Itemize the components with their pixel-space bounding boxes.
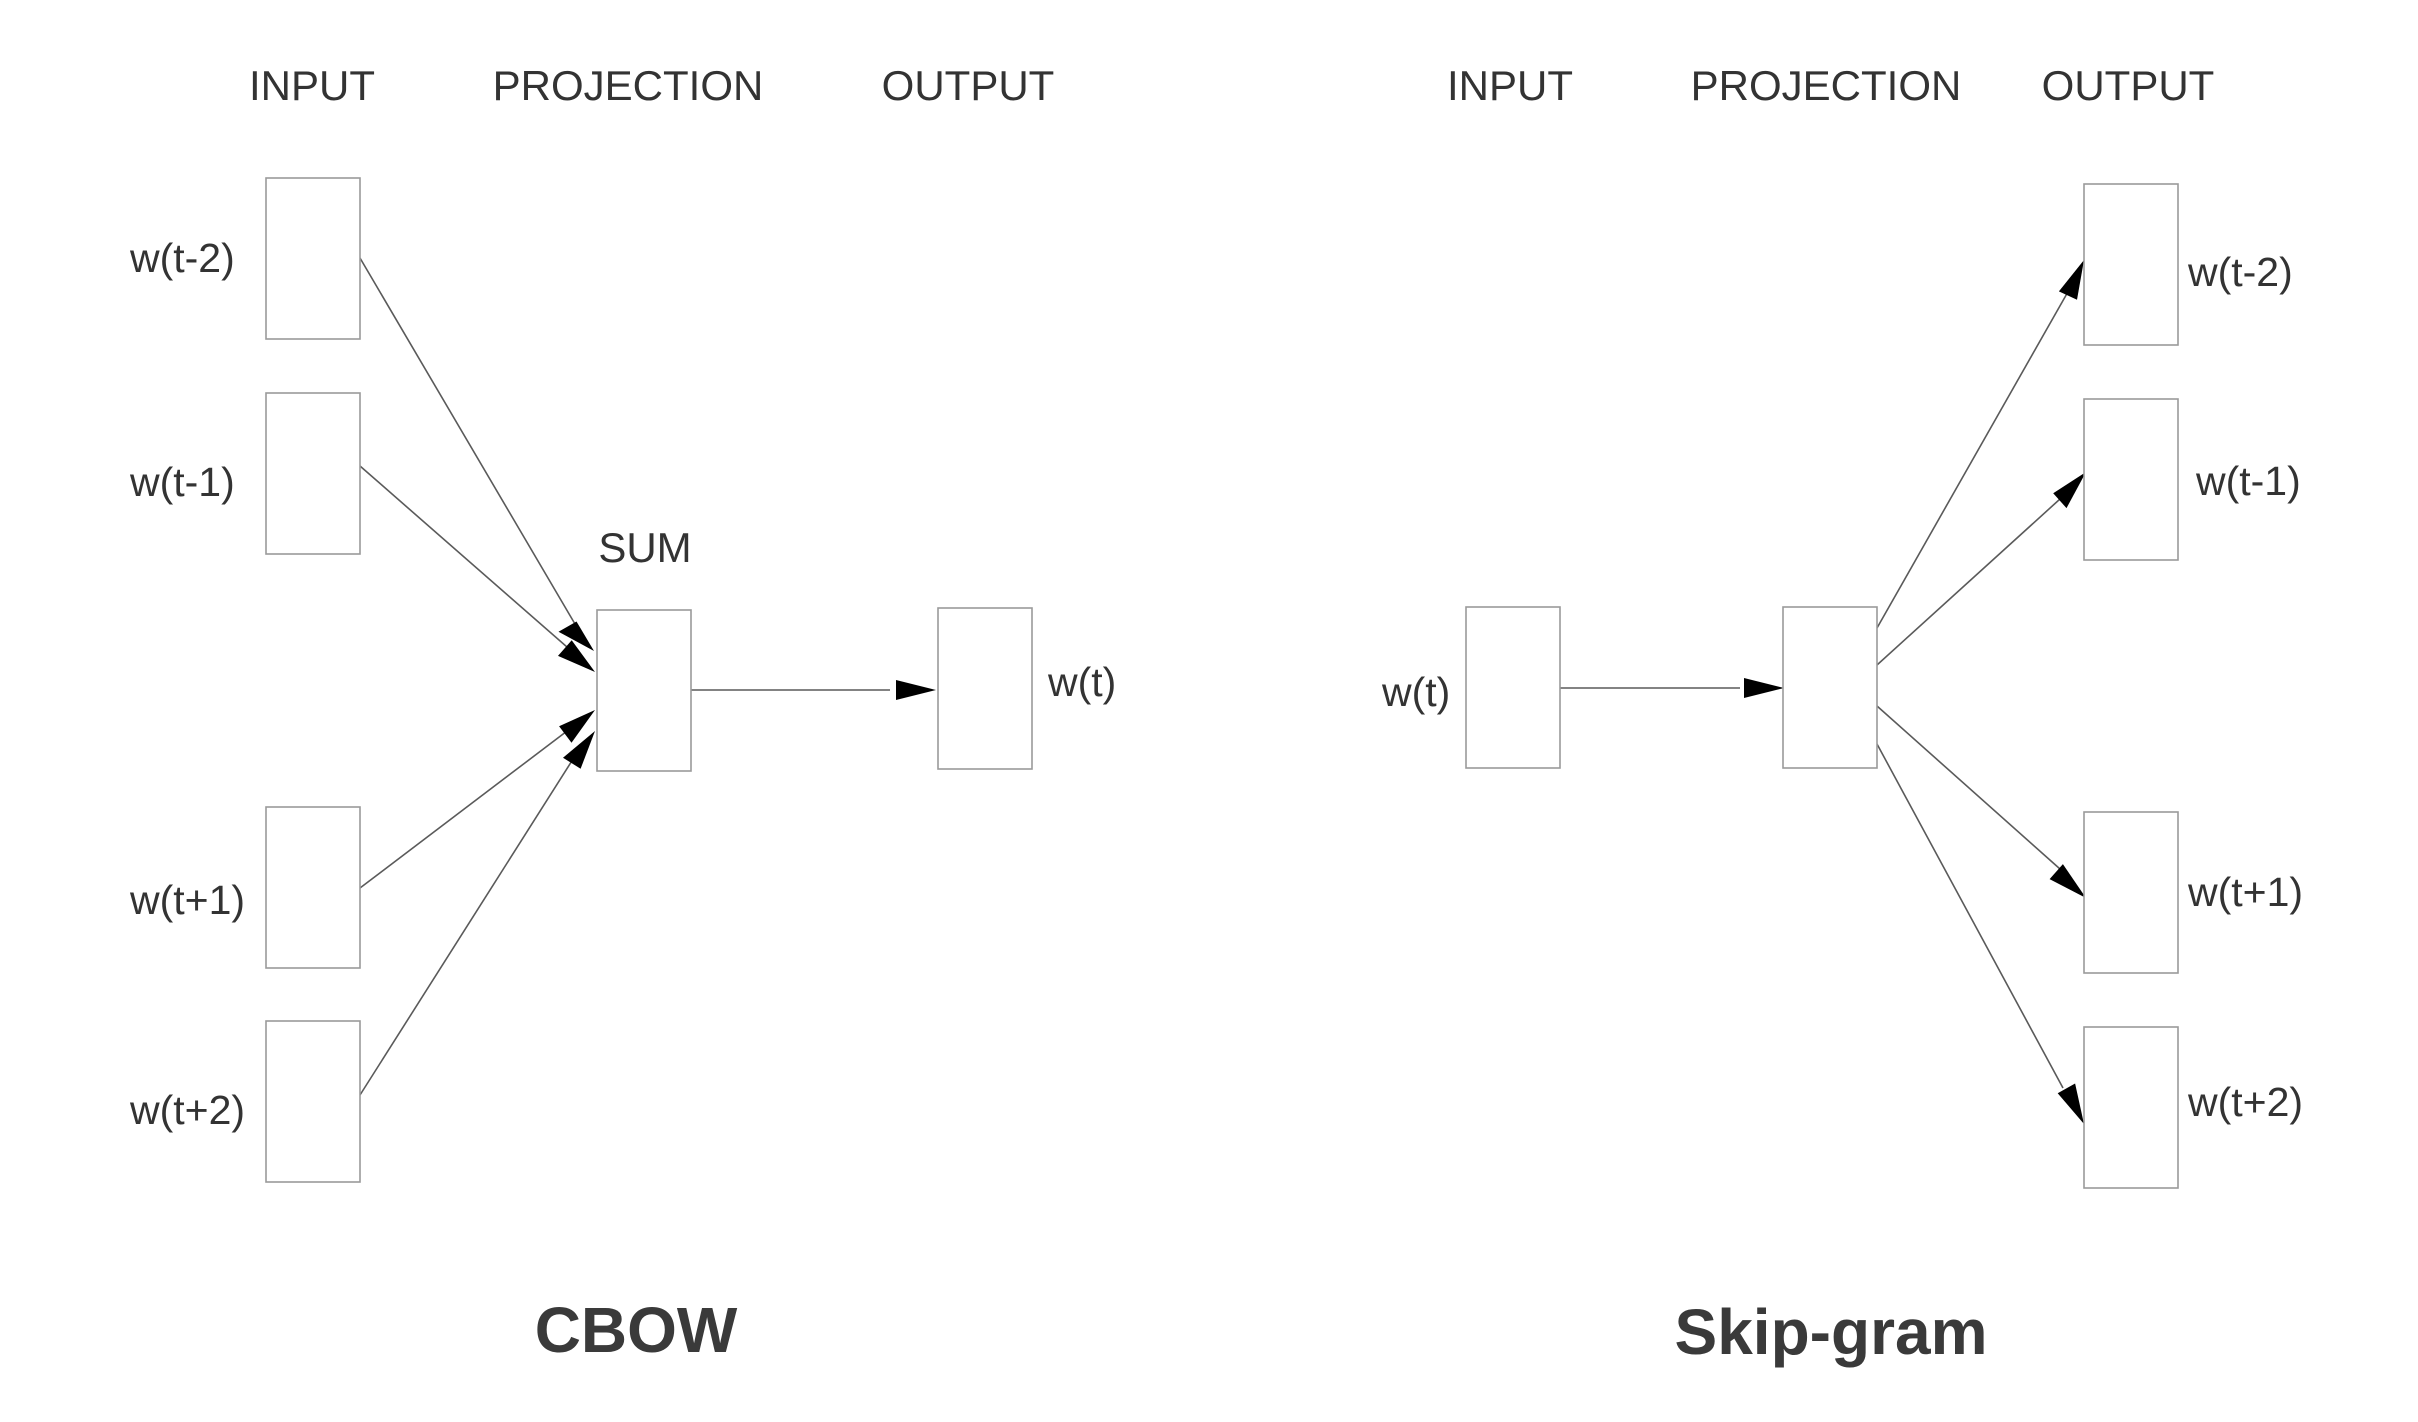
skipgram-panel: INPUT PROJECTION OUTPUT w(t) w(t-2) w(t-… [1381,62,2303,1368]
skipgram-output-box-1 [2083,183,2179,346]
skipgram-output-label-1: w(t-2) [2187,249,2293,295]
skipgram-arrowhead-3 [2049,864,2086,898]
cbow-arrowhead-1 [558,621,594,651]
cbow-output-label: w(t) [1047,659,1116,705]
cbow-sum-label: SUM [598,524,691,571]
cbow-arrowhead-3 [559,710,595,743]
cbow-input-box-1 [265,177,361,340]
skipgram-output-box-2 [2083,398,2179,561]
cbow-panel: INPUT PROJECTION OUTPUT w(t-2) w(t-1) w(… [129,62,1116,1366]
cbow-input-label-3: w(t+1) [129,877,245,923]
cbow-output-box [937,607,1033,770]
skipgram-edge-w-t-2 [1876,289,2070,629]
skipgram-output-box-4 [2083,1026,2179,1189]
skipgram-edge-w-t-1 [1876,498,2061,666]
skipgram-input-label: w(t) [1381,669,1450,715]
cbow-header-input: INPUT [249,62,375,109]
cbow-arrowhead-output [896,680,936,700]
cbow-header-output: OUTPUT [882,62,1055,109]
cbow-input-label-4: w(t+2) [129,1087,245,1133]
cbow-arrowhead-4 [563,731,595,769]
skipgram-edge-w-t+1 [1876,705,2061,870]
cbow-input-box-3 [265,806,361,969]
cbow-input-box-4 [265,1020,361,1183]
skipgram-output-label-4: w(t+2) [2187,1079,2303,1125]
cbow-input-label-2: w(t-1) [129,459,235,505]
skipgram-arrowhead-projection [1744,678,1784,698]
skipgram-output-box-3 [2083,811,2179,974]
cbow-input-label-1: w(t-2) [129,235,235,281]
skipgram-arrowhead-4 [2057,1083,2084,1124]
skipgram-arrowhead-2 [2053,472,2086,509]
skipgram-header-projection: PROJECTION [1691,62,1962,109]
cbow-arrowhead-2 [558,640,595,672]
skipgram-input-box [1465,606,1561,769]
cbow-header-projection: PROJECTION [493,62,764,109]
skipgram-title: Skip-gram [1675,1296,1988,1368]
skipgram-header-input: INPUT [1447,62,1573,109]
skipgram-arrowhead-1 [2058,260,2084,300]
skipgram-output-label-2: w(t-1) [2195,458,2301,504]
cbow-projection-box [596,609,692,772]
cbow-title: CBOW [535,1294,738,1366]
cbow-edge-w-t+2 [359,755,576,1096]
skipgram-projection-box [1782,606,1878,769]
cbow-edge-w-t+1 [359,724,576,889]
cbow-edge-w-t-1 [359,465,576,655]
cbow-edge-w-t-2 [359,257,576,625]
skipgram-edge-w-t+2 [1876,743,2064,1089]
skipgram-output-label-3: w(t+1) [2187,869,2303,915]
cbow-input-box-2 [265,392,361,555]
skipgram-header-output: OUTPUT [2042,62,2215,109]
